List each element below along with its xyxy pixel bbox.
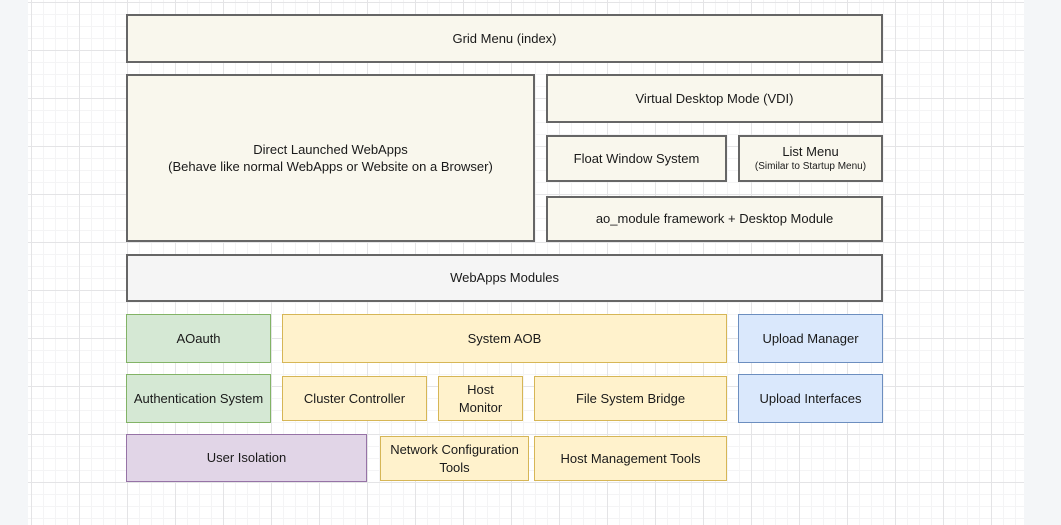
shape-upload-interfaces[interactable]: Upload Interfaces — [738, 374, 883, 423]
shape-label: AOauth — [176, 330, 220, 347]
shape-label: Cluster Controller — [304, 390, 405, 407]
shape-float-window-system[interactable]: Float Window System — [546, 135, 727, 182]
shape-webapps-modules[interactable]: WebApps Modules — [126, 254, 883, 302]
shape-label: Upload Manager — [762, 330, 858, 347]
shape-label: User Isolation — [207, 449, 286, 466]
shape-file-system-bridge[interactable]: File System Bridge — [534, 376, 727, 421]
shape-network-configuration-tools[interactable]: Network Configuration Tools — [380, 436, 529, 481]
shape-label: ao_module framework + Desktop Module — [596, 210, 833, 227]
shape-authentication-system[interactable]: Authentication System — [126, 374, 271, 423]
shape-host-monitor[interactable]: Host Monitor — [438, 376, 523, 421]
shape-label: Upload Interfaces — [760, 390, 862, 407]
shape-upload-manager[interactable]: Upload Manager — [738, 314, 883, 363]
shape-label: File System Bridge — [576, 390, 685, 407]
shape-cluster-controller[interactable]: Cluster Controller — [282, 376, 427, 421]
shape-label: System AOB — [468, 330, 542, 347]
shape-host-management-tools[interactable]: Host Management Tools — [534, 436, 727, 481]
shape-system-aob[interactable]: System AOB — [282, 314, 727, 363]
shape-label: Float Window System — [574, 150, 700, 167]
shape-ao-module-framework[interactable]: ao_module framework + Desktop Module — [546, 196, 883, 242]
shape-user-isolation[interactable]: User Isolation — [126, 434, 367, 482]
shape-label: Grid Menu (index) — [452, 30, 556, 47]
shape-virtual-desktop-mode[interactable]: Virtual Desktop Mode (VDI) — [546, 74, 883, 123]
shape-label: List Menu — [782, 143, 838, 160]
shape-label: Network Configuration Tools — [387, 441, 522, 475]
shape-direct-launched-webapps[interactable]: Direct Launched WebApps (Behave like nor… — [126, 74, 535, 242]
shape-grid-menu[interactable]: Grid Menu (index) — [126, 14, 883, 63]
shape-sublabel: (Similar to Startup Menu) — [755, 160, 866, 173]
shape-list-menu[interactable]: List Menu (Similar to Startup Menu) — [738, 135, 883, 182]
shape-aoauth[interactable]: AOauth — [126, 314, 271, 363]
shape-sublabel: (Behave like normal WebApps or Website o… — [168, 158, 493, 175]
shape-label: Host Management Tools — [561, 450, 701, 467]
shape-label: WebApps Modules — [450, 269, 559, 286]
shape-label: Host Monitor — [445, 381, 516, 415]
shape-label: Authentication System — [134, 390, 263, 407]
shape-label: Virtual Desktop Mode (VDI) — [636, 90, 794, 107]
shape-label: Direct Launched WebApps — [253, 141, 407, 158]
